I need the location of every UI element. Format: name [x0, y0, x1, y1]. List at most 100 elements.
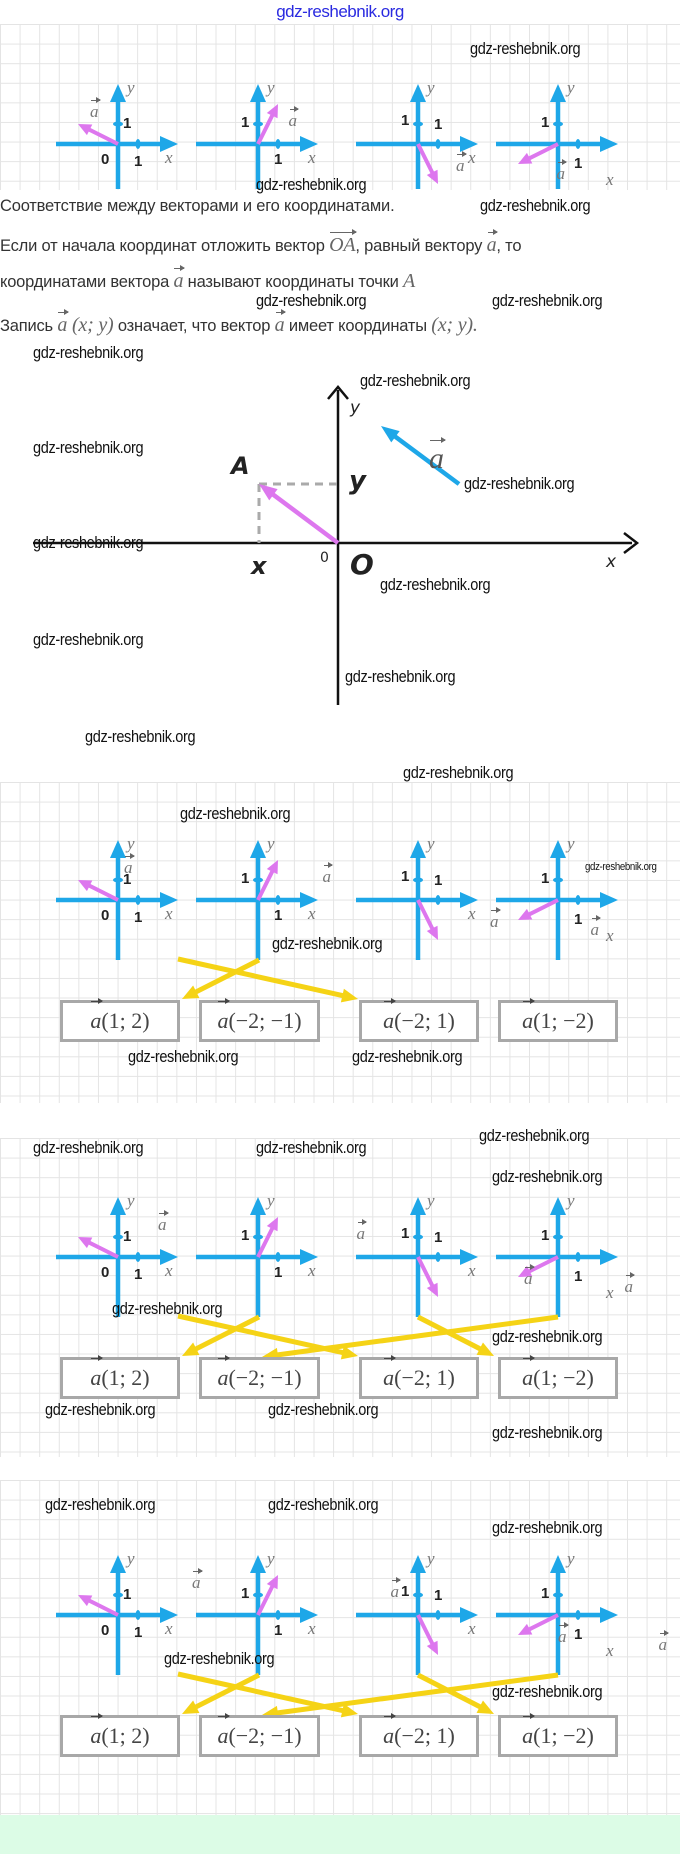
vector-a-label: a: [490, 907, 500, 931]
axis-y-label: y: [350, 398, 361, 418]
watermark-text: gdz-reshebnik.org: [33, 1139, 144, 1157]
y-axis-label: y: [427, 1549, 435, 1568]
vector-a-symbol: a: [90, 998, 104, 1039]
x-axis-label: x: [606, 1641, 614, 1660]
text: , равный вектору: [355, 237, 487, 255]
y-unit-tick: [253, 1592, 263, 1598]
vector-a-label: a: [192, 1568, 202, 1592]
vector-a-label: a: [658, 1630, 669, 1654]
vector-a: a: [173, 265, 186, 292]
y-unit-tick: [553, 1592, 563, 1598]
coordinate-value: (1; 2): [101, 1008, 150, 1033]
x-axis-label: x: [606, 926, 614, 945]
x-unit-tick: [135, 1610, 141, 1620]
unit-label: 1: [123, 1228, 132, 1245]
x-axis-arrowhead: [300, 892, 318, 908]
vector-a-arrow-head: [426, 1640, 438, 1655]
match-arrow: [190, 957, 261, 997]
text: Если от начала координат отложить вектор: [0, 237, 330, 255]
watermark-text: gdz-reshebnik.org: [492, 1683, 603, 1701]
vector-a-arrow: [416, 143, 436, 177]
unit-label: 1: [401, 1583, 410, 1600]
unit-label: 1: [123, 115, 132, 132]
vector-a-label: a: [556, 159, 567, 183]
vector-a-arrow-head: [518, 908, 533, 920]
coordinate-value: (1; −2): [533, 1365, 594, 1390]
x-axis-arrowhead: [160, 136, 178, 152]
match-arrow-head: [340, 988, 358, 1003]
vector-a-arrow: [85, 882, 119, 902]
x-unit-tick: [435, 139, 441, 149]
vector-a-arrow-head: [266, 1217, 278, 1232]
watermark-text: gdz-reshebnik.org: [380, 576, 491, 594]
text: означает, что вектор: [113, 317, 275, 335]
vector-a-arrow: [389, 431, 461, 486]
watermark-text: gdz-reshebnik.org: [45, 1401, 156, 1419]
y-unit-tick: [253, 121, 263, 127]
unit-label: 1: [241, 114, 250, 131]
coordinate-box[interactable]: a(−2; −1): [199, 998, 320, 1042]
coordinate-box[interactable]: a(1; 2): [60, 1713, 180, 1757]
x-axis-label: x: [165, 148, 173, 167]
x-axis-arrowhead: [623, 532, 640, 554]
watermark-text: gdz-reshebnik.org: [112, 1300, 223, 1318]
coordinate-box[interactable]: a(1; −2): [498, 1355, 618, 1399]
x-axis-arrowhead: [600, 1607, 618, 1623]
coordinate-value: (1; 2): [101, 1723, 150, 1748]
vector-a-arrow-head: [78, 880, 93, 892]
origin-label: O: [350, 548, 374, 581]
watermark-text: gdz-reshebnik.org: [479, 1127, 590, 1145]
y-axis-label: y: [127, 1549, 135, 1568]
unit-label: 1: [401, 1225, 410, 1242]
vector-a-arrow: [256, 1224, 276, 1258]
y-axis-label: y: [127, 78, 135, 97]
site-title[interactable]: gdz-reshebnik.org: [276, 2, 404, 21]
x-axis-label: x: [468, 1261, 476, 1280]
y-unit-tick: [113, 121, 123, 127]
paragraph-heading: Соответствие между векторами и его коорд…: [0, 197, 395, 215]
vector-a-label: a: [590, 915, 601, 939]
x-axis-arrowhead: [160, 1607, 178, 1623]
x-unit-tick: [435, 1252, 441, 1262]
vector-a-label: a: [322, 862, 333, 886]
coordinate-box[interactable]: a(1; −2): [498, 998, 618, 1042]
coordinate-box[interactable]: a(−2; −1): [199, 1713, 320, 1757]
y-unit-tick: [553, 877, 563, 883]
coordinate-value: (1; −2): [533, 1008, 594, 1033]
coordinate-box[interactable]: a(1; 2): [60, 998, 180, 1042]
y-axis-arrowhead: [550, 840, 566, 858]
y-axis-label: y: [567, 1549, 575, 1568]
text: имеет координаты: [284, 317, 432, 335]
x-axis-label: x: [308, 1619, 316, 1638]
y-axis-arrowhead: [410, 84, 426, 102]
x-axis-label: x: [165, 904, 173, 923]
coordinate-box[interactable]: a(1; 2): [60, 1355, 180, 1399]
vector-a-arrow-head: [266, 860, 278, 875]
coordinate-box[interactable]: a(−2; 1): [359, 998, 479, 1042]
unit-label: 1: [434, 116, 443, 133]
x-axis-label: x: [468, 1619, 476, 1638]
coordinate-box[interactable]: a(−2; 1): [359, 1713, 479, 1757]
unit-label: 1: [274, 151, 283, 168]
y-axis-arrowhead: [250, 84, 266, 102]
origin-label: 0: [101, 1264, 110, 1281]
coordinate-box[interactable]: a(1; −2): [498, 1713, 618, 1757]
unit-label: 1: [274, 1622, 283, 1639]
vector-a-arrow-head: [518, 1265, 533, 1277]
vector-a-arrow: [525, 1255, 559, 1275]
x-axis-label: x: [308, 1261, 316, 1280]
coordinate-box[interactable]: a(−2; −1): [199, 1355, 320, 1399]
vector-a-symbol: a: [522, 1355, 536, 1396]
y-axis-arrowhead: [250, 1197, 266, 1215]
watermark-text: gdz-reshebnik.org: [128, 1048, 239, 1066]
y-coordinate-label: y: [349, 466, 366, 496]
coordinate-box[interactable]: a(−2; 1): [359, 1355, 479, 1399]
text: Запись: [0, 317, 58, 335]
vector-a-label: a: [558, 1622, 568, 1646]
match-arrow: [272, 1314, 559, 1358]
x-unit-tick: [275, 1610, 281, 1620]
vector-a: a: [486, 229, 499, 256]
vector-a-arrow-head: [381, 426, 400, 443]
